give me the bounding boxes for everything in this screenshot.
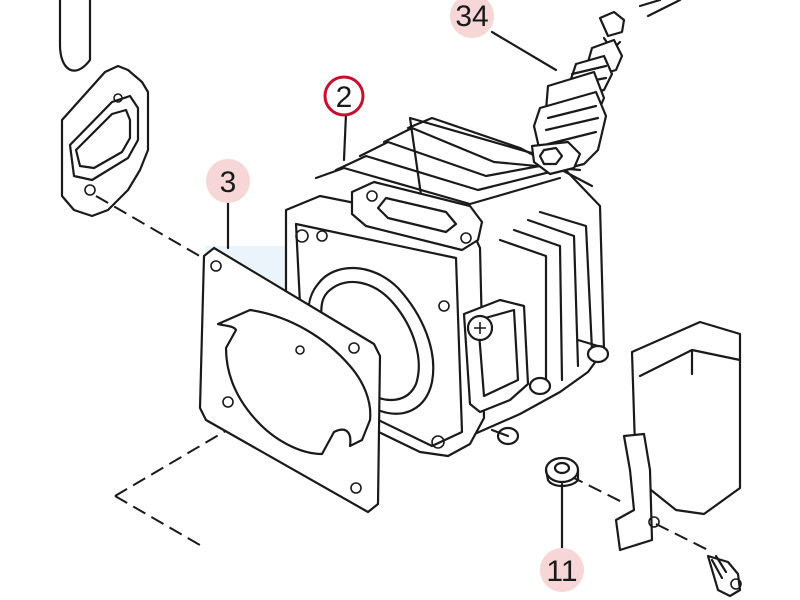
- spark-plug-part: [530, 0, 682, 176]
- alignment-dashed-lines: [95, 195, 713, 553]
- callout-leaders: [226, 30, 564, 550]
- callout-3-bubble: [206, 159, 250, 203]
- callout-2-highlight-ring: [323, 75, 365, 117]
- callout-34-label: 34: [455, 0, 488, 33]
- callout-3-label: 3: [220, 166, 237, 199]
- muffler-housing-part: [58, 0, 150, 218]
- callout-11-label: 11: [546, 555, 577, 588]
- cylinder-part: [284, 116, 610, 458]
- callout-11: 11: [540, 548, 584, 592]
- callout-34-bubble: [450, 0, 494, 38]
- ignition-module-part: [614, 320, 742, 552]
- callout-34: 34: [450, 0, 494, 38]
- washer-part: [544, 456, 580, 488]
- callout-2[interactable]: 2: [323, 75, 365, 117]
- callout-2-label: 2: [336, 81, 353, 114]
- screw-part: [706, 554, 742, 598]
- gasket-part: [198, 246, 382, 514]
- callout-11-bubble: [540, 548, 584, 592]
- callout-3: 3: [206, 159, 250, 203]
